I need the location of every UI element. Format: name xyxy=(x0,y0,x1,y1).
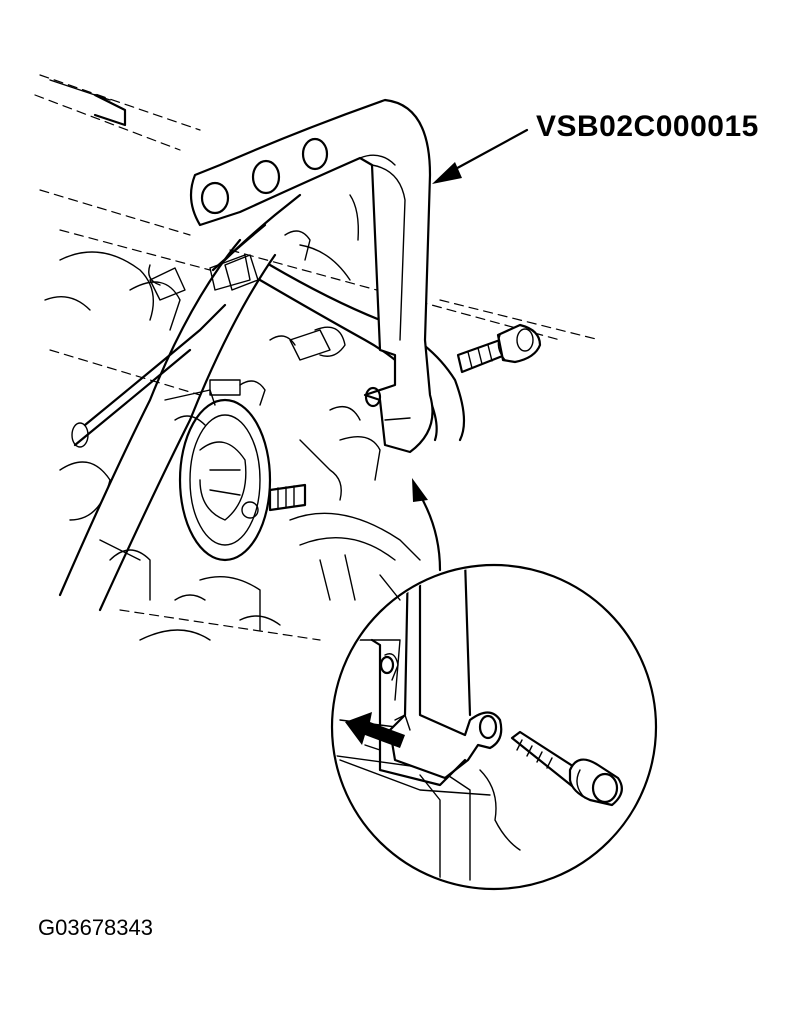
detail-bolt-icon xyxy=(510,730,623,807)
flange-bolt-icon xyxy=(456,323,542,374)
callout-arrow-icon xyxy=(432,128,529,184)
detail-pointer-arrow-icon xyxy=(412,478,442,572)
part-callout-label: VSB02C000015 xyxy=(536,110,759,143)
magnified-detail-icon xyxy=(330,563,658,891)
engine-bracket-icon xyxy=(189,98,434,454)
figure-id-label: G03678343 xyxy=(38,915,153,940)
